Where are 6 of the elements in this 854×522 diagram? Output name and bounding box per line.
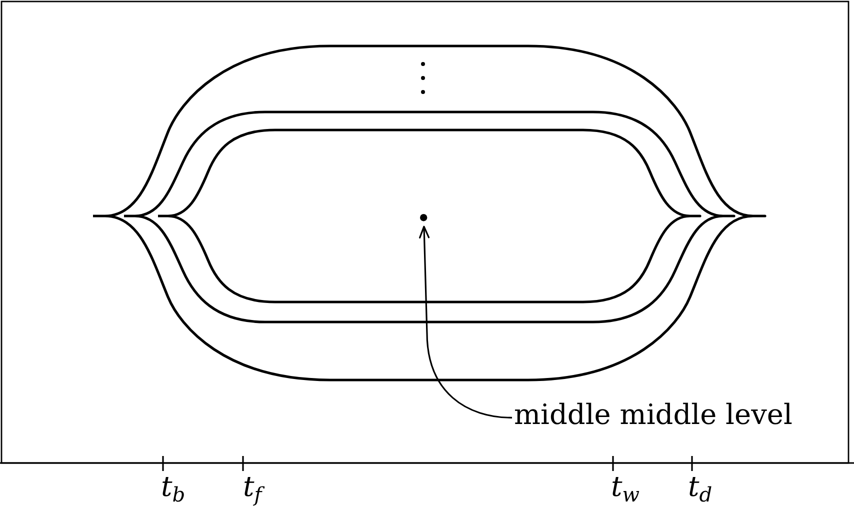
- tick-label: t$_{w}$: [611, 472, 640, 503]
- tick-label: t$_{d}$: [688, 472, 712, 503]
- tick-label: t$_{b}$: [161, 472, 186, 503]
- leader-arrow: [419, 226, 512, 418]
- point-marker: [420, 214, 428, 222]
- callout-label: middle middle level: [514, 399, 792, 432]
